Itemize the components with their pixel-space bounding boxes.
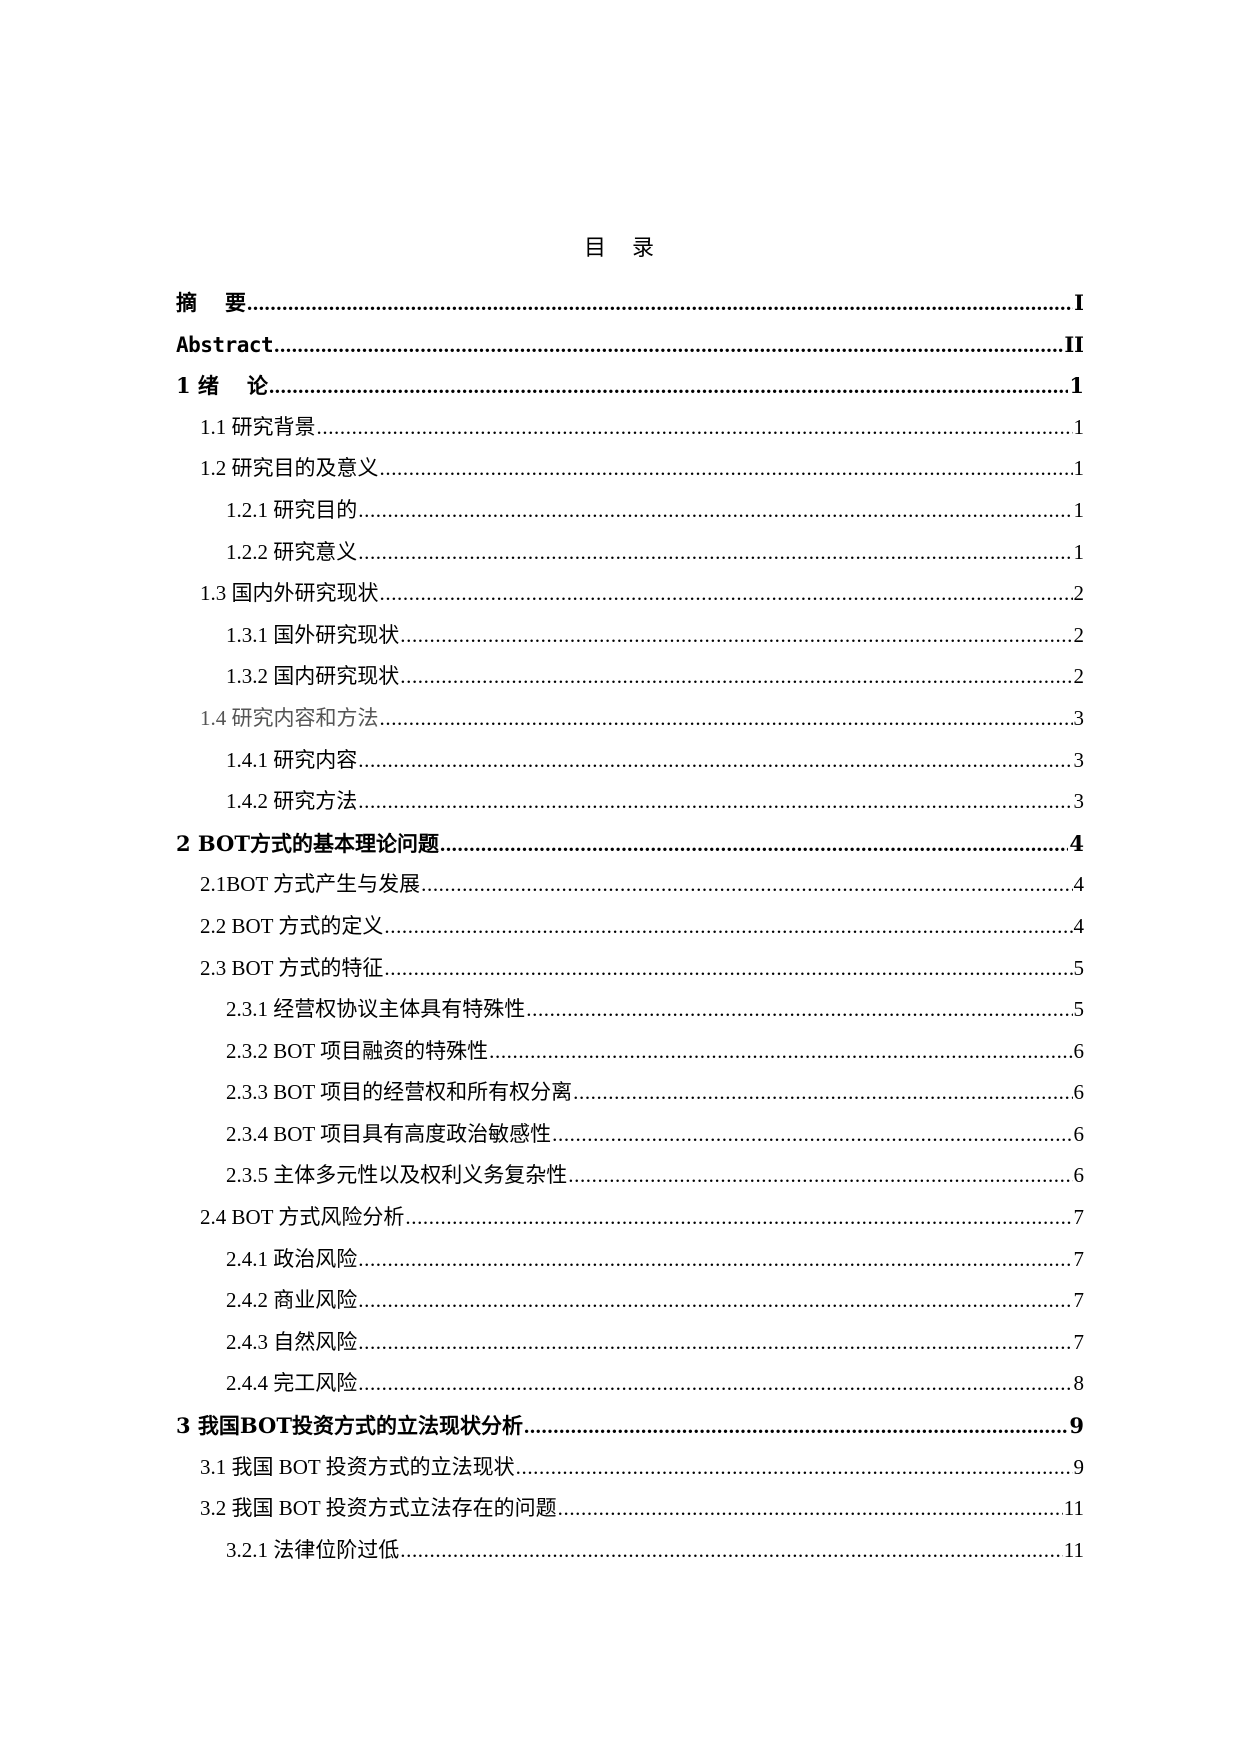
page-number: 7 <box>1073 1246 1085 1271</box>
page-number: 6 <box>1073 1038 1085 1063</box>
toc-entry[interactable]: 2.3.1 经营权协议主体具有特殊性5 <box>176 989 1084 1031</box>
leader-dots <box>400 615 1072 657</box>
page-number: 4 <box>1073 872 1085 897</box>
leader-dots <box>516 1447 1073 1489</box>
toc-entry[interactable]: 2.3.4 BOT 项目具有高度政治敏感性6 <box>176 1114 1084 1156</box>
toc-entry[interactable]: 2.3.5 主体多元性以及权利义务复杂性6 <box>176 1155 1084 1197</box>
page-number: I <box>1074 290 1084 315</box>
page-number: 1 <box>1073 539 1085 564</box>
leader-dots <box>317 407 1073 449</box>
leader-dots <box>405 1197 1072 1239</box>
toc-entry[interactable]: 2.3 BOT 方式的特征5 <box>176 948 1084 990</box>
toc-entry[interactable]: 1.1 研究背景1 <box>176 407 1084 449</box>
leader-dots <box>380 448 1073 490</box>
toc-entry[interactable]: 2.3.3 BOT 项目的经营权和所有权分离6 <box>176 1072 1084 1114</box>
page-number: 6 <box>1073 1163 1085 1188</box>
toc-title: 目录 <box>0 230 1240 262</box>
leader-dots <box>358 490 1072 532</box>
page-number: 7 <box>1073 1288 1085 1313</box>
toc-entry[interactable]: 2.4.3 自然风险7 <box>176 1322 1084 1364</box>
leader-dots <box>269 366 1068 408</box>
page-number: 3 <box>1073 789 1085 814</box>
page-number: 4 <box>1069 830 1084 856</box>
toc-entry-abstract-en[interactable]: Abstract II <box>176 324 1084 366</box>
page-number: 7 <box>1073 1329 1085 1354</box>
leader-dots <box>524 1406 1068 1448</box>
leader-dots <box>358 1363 1072 1405</box>
toc-title-char: 目 <box>583 236 608 261</box>
leader-dots <box>558 1488 1063 1530</box>
toc-entry[interactable]: 3.1 我国 BOT 投资方式的立法现状9 <box>176 1447 1084 1489</box>
leader-dots <box>358 740 1072 782</box>
page-number: 11 <box>1063 1537 1084 1562</box>
leader-dots <box>380 698 1073 740</box>
toc-entry[interactable]: 1.4.1 研究内容3 <box>176 740 1084 782</box>
toc-entry[interactable]: 2.4.2 商业风险7 <box>176 1280 1084 1322</box>
leader-dots <box>421 864 1072 906</box>
page-number: 3 <box>1073 705 1085 730</box>
toc-entry[interactable]: 2.4.4 完工风险8 <box>176 1363 1084 1405</box>
leader-dots <box>384 906 1072 948</box>
toc-entry[interactable]: 1.2.2 研究意义1 <box>176 532 1084 574</box>
page-number: 4 <box>1073 913 1085 938</box>
toc-entry[interactable]: 2.3.2 BOT 项目融资的特殊性6 <box>176 1031 1084 1073</box>
table-of-contents: 摘要 I Abstract II 1 绪论 1 1.1 研究背景1 1.2 研究… <box>176 282 1084 1571</box>
leader-dots <box>358 781 1072 823</box>
page-number: 6 <box>1073 1080 1085 1105</box>
leader-dots <box>358 1239 1072 1281</box>
leader-dots <box>358 532 1072 574</box>
page-number: 1 <box>1073 456 1085 481</box>
page-number: 2 <box>1073 664 1085 689</box>
page-number: 11 <box>1063 1496 1084 1521</box>
leader-dots <box>247 283 1073 325</box>
page-number: 2 <box>1073 581 1085 606</box>
leader-dots <box>274 325 1063 367</box>
page-number: 3 <box>1073 747 1085 772</box>
leader-dots <box>358 1322 1072 1364</box>
toc-title-char: 录 <box>632 236 657 261</box>
toc-entry[interactable]: 1.3 国内外研究现状2 <box>176 573 1084 615</box>
toc-entry[interactable]: 2.2 BOT 方式的定义4 <box>176 906 1084 948</box>
leader-dots <box>440 824 1068 866</box>
page-number: 6 <box>1073 1121 1085 1146</box>
toc-entry[interactable]: 3.2.1 法律位阶过低11 <box>176 1530 1084 1572</box>
leader-dots <box>400 656 1072 698</box>
page-number: 8 <box>1073 1371 1085 1396</box>
page-number: 7 <box>1073 1205 1085 1230</box>
toc-entry-chapter-1[interactable]: 1 绪论 1 <box>176 365 1084 407</box>
leader-dots <box>489 1031 1072 1073</box>
leader-dots <box>380 573 1073 615</box>
leader-dots <box>552 1114 1072 1156</box>
toc-entry-chapter-2[interactable]: 2 BOT方式的基本理论问题4 <box>176 823 1084 865</box>
toc-entry[interactable]: 2.4 BOT 方式风险分析7 <box>176 1197 1084 1239</box>
toc-entry-chapter-3[interactable]: 3 我国BOT投资方式的立法现状分析9 <box>176 1405 1084 1447</box>
toc-entry-abstract-cn[interactable]: 摘要 I <box>176 282 1084 324</box>
page-number: 5 <box>1073 955 1085 980</box>
page-number: 5 <box>1073 997 1085 1022</box>
page-number: 2 <box>1073 622 1085 647</box>
leader-dots <box>573 1072 1072 1114</box>
toc-entry[interactable]: 1.3.1 国外研究现状2 <box>176 615 1084 657</box>
page-number: 9 <box>1069 1413 1084 1439</box>
toc-entry[interactable]: 1.2.1 研究目的1 <box>176 490 1084 532</box>
toc-entry[interactable]: 2.4.1 政治风险7 <box>176 1239 1084 1281</box>
toc-entry[interactable]: 2.1BOT 方式产生与发展4 <box>176 864 1084 906</box>
leader-dots <box>526 989 1072 1031</box>
page-number: 9 <box>1073 1454 1085 1479</box>
leader-dots <box>358 1280 1072 1322</box>
page-number: II <box>1064 331 1084 357</box>
leader-dots <box>568 1155 1072 1197</box>
toc-entry[interactable]: 1.3.2 国内研究现状2 <box>176 656 1084 698</box>
page-number: 1 <box>1073 497 1085 522</box>
page-number: 1 <box>1073 414 1085 439</box>
leader-dots <box>400 1530 1063 1572</box>
toc-entry[interactable]: 1.2 研究目的及意义1 <box>176 448 1084 490</box>
toc-entry[interactable]: 1.4 研究内容和方法3 <box>176 698 1084 740</box>
page-number: 1 <box>1069 373 1084 399</box>
leader-dots <box>384 948 1072 990</box>
toc-entry[interactable]: 1.4.2 研究方法3 <box>176 781 1084 823</box>
toc-entry[interactable]: 3.2 我国 BOT 投资方式立法存在的问题11 <box>176 1488 1084 1530</box>
